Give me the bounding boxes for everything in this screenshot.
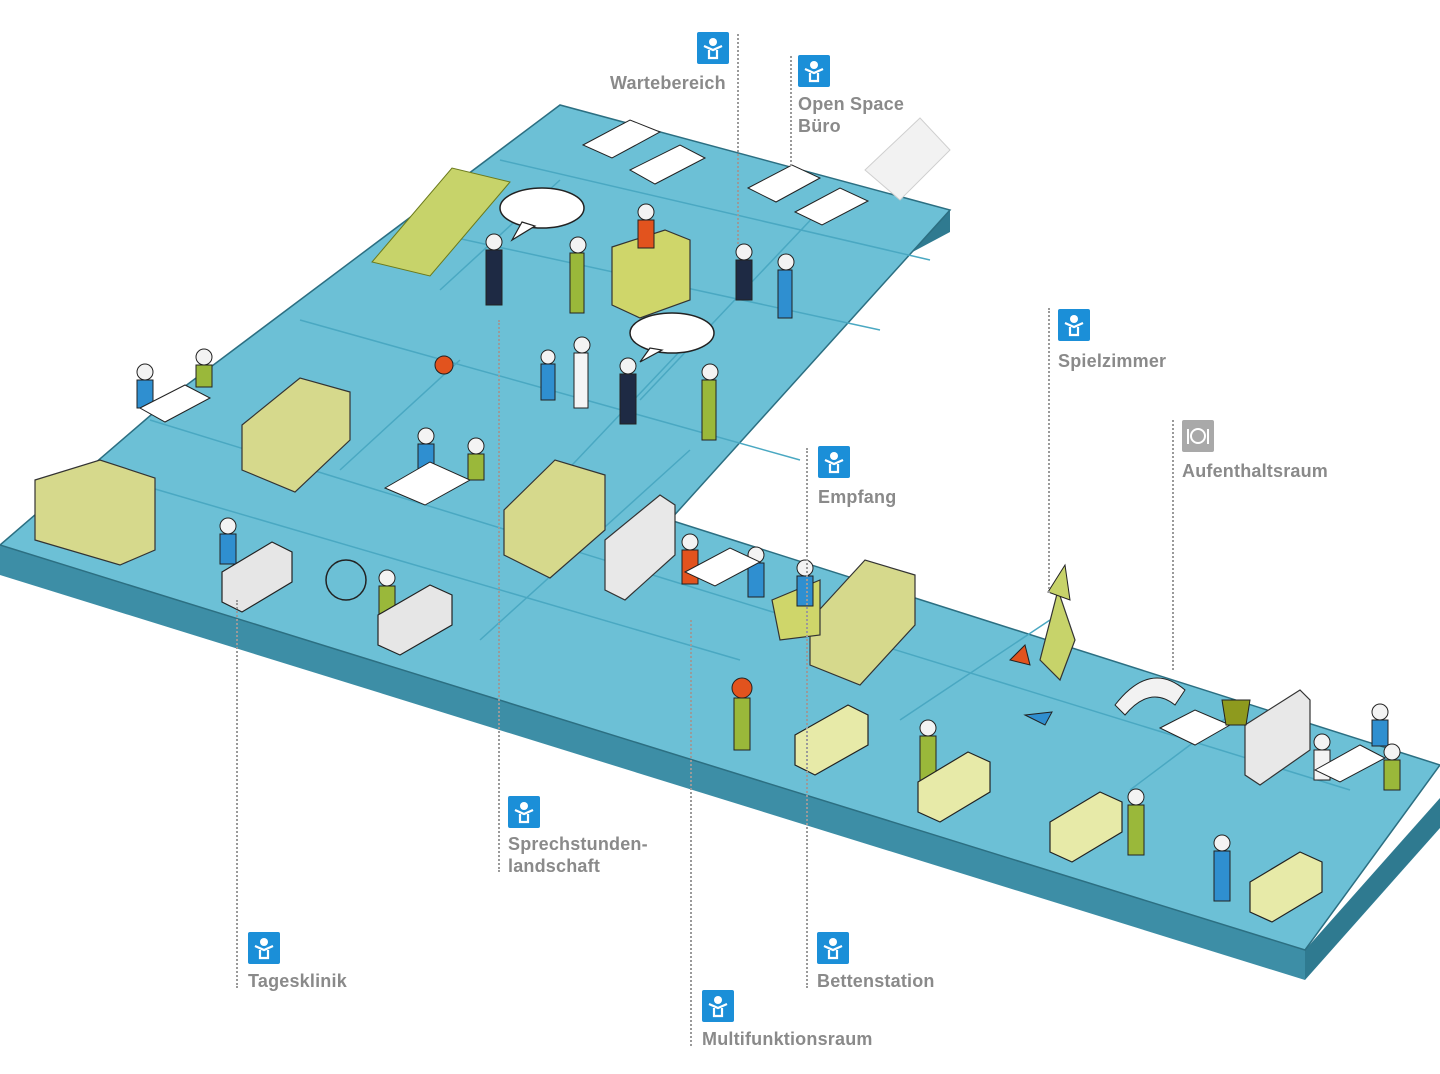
speech-bubbles bbox=[499, 187, 715, 363]
label-sprechstunden: Sprechstunden- landschaft bbox=[508, 833, 648, 877]
label-tagesklinik: Tagesklinik bbox=[248, 970, 347, 992]
stair-hatch bbox=[864, 117, 951, 201]
child-room-icon bbox=[804, 61, 824, 83]
label-wartebereich: Wartebereich bbox=[610, 72, 726, 94]
tagesklinik-text: Tagesklinik bbox=[248, 971, 347, 991]
sprechstunden-badge bbox=[508, 796, 540, 828]
empfang-badge bbox=[818, 446, 850, 478]
tagesklinik-leader bbox=[236, 600, 238, 988]
label-open-space: Open Space Büro bbox=[798, 93, 904, 137]
multifunktion-badge bbox=[702, 990, 734, 1022]
open-space-leader bbox=[790, 56, 792, 166]
play-objects bbox=[325, 355, 1251, 726]
empfang-text: Empfang bbox=[818, 487, 897, 507]
floor-left-side bbox=[0, 545, 1305, 980]
sprechstunden-text: Sprechstunden- landschaft bbox=[508, 834, 648, 876]
child-room-icon bbox=[703, 38, 723, 60]
aufenthaltsraum-leader bbox=[1172, 420, 1174, 670]
label-aufenthaltsraum: Aufenthaltsraum bbox=[1182, 460, 1328, 482]
aufenthaltsraum-badge bbox=[1182, 420, 1214, 452]
spielzimmer-badge bbox=[1058, 309, 1090, 341]
label-spielzimmer: Spielzimmer bbox=[1058, 350, 1166, 372]
wartebereich-text: Wartebereich bbox=[610, 73, 726, 93]
bettenstation-badge bbox=[817, 932, 849, 964]
empfang-leader bbox=[806, 448, 808, 988]
open-space-badge bbox=[798, 55, 830, 87]
wartebereich-leader bbox=[737, 34, 739, 244]
child-room-icon bbox=[823, 938, 843, 960]
people bbox=[136, 203, 1401, 902]
child-room-icon bbox=[254, 938, 274, 960]
aufenthaltsraum-text: Aufenthaltsraum bbox=[1182, 461, 1329, 481]
label-empfang: Empfang bbox=[818, 486, 896, 508]
spielzimmer-text: Spielzimmer bbox=[1058, 351, 1167, 371]
desks bbox=[138, 119, 1387, 783]
sprechstunden-leader bbox=[498, 320, 500, 872]
floor-top bbox=[0, 104, 1440, 951]
spielzimmer-leader bbox=[1048, 308, 1050, 593]
child-room-icon bbox=[1064, 315, 1084, 337]
wartebereich-badge bbox=[697, 32, 729, 64]
label-bettenstation: Bettenstation bbox=[817, 970, 935, 992]
plate-cutlery-icon bbox=[1187, 428, 1209, 444]
multifunktion-text: Multifunktionsraum bbox=[702, 1029, 873, 1049]
beds bbox=[221, 541, 1323, 923]
child-room-icon bbox=[824, 452, 844, 474]
bettenstation-text: Bettenstation bbox=[817, 971, 935, 991]
open-space-text: Open Space Büro bbox=[798, 94, 905, 136]
multifunktion-leader bbox=[690, 620, 692, 1046]
entrance-ramp bbox=[371, 167, 511, 277]
tagesklinik-badge bbox=[248, 932, 280, 964]
child-room-icon bbox=[514, 802, 534, 824]
label-multifunktion: Multifunktionsraum bbox=[702, 1028, 873, 1050]
floor-right-side bbox=[1305, 798, 1440, 980]
child-room-icon bbox=[708, 996, 728, 1018]
